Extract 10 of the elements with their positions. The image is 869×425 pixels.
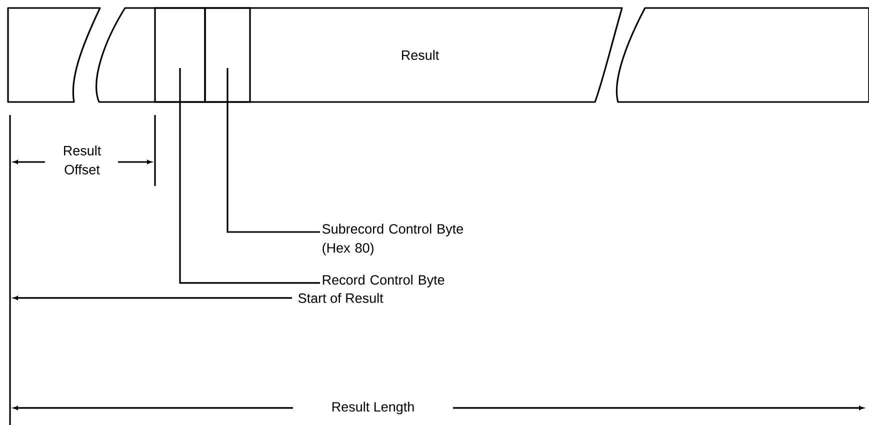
dimension-label: Result Length bbox=[332, 402, 414, 414]
callout-text: Record Control Byte bbox=[322, 274, 444, 288]
dimension-label: Result Offset bbox=[64, 146, 102, 174]
dimension-label: Start of Result bbox=[298, 293, 384, 303]
callout-text: Subrecord Control Byte (Hex 80) bbox=[322, 224, 463, 256]
leader-line bbox=[226, 68, 320, 233]
result-field: Result bbox=[402, 50, 440, 60]
byte-cell bbox=[204, 7, 251, 103]
byte-cell bbox=[154, 7, 206, 103]
leader-line bbox=[179, 68, 320, 284]
